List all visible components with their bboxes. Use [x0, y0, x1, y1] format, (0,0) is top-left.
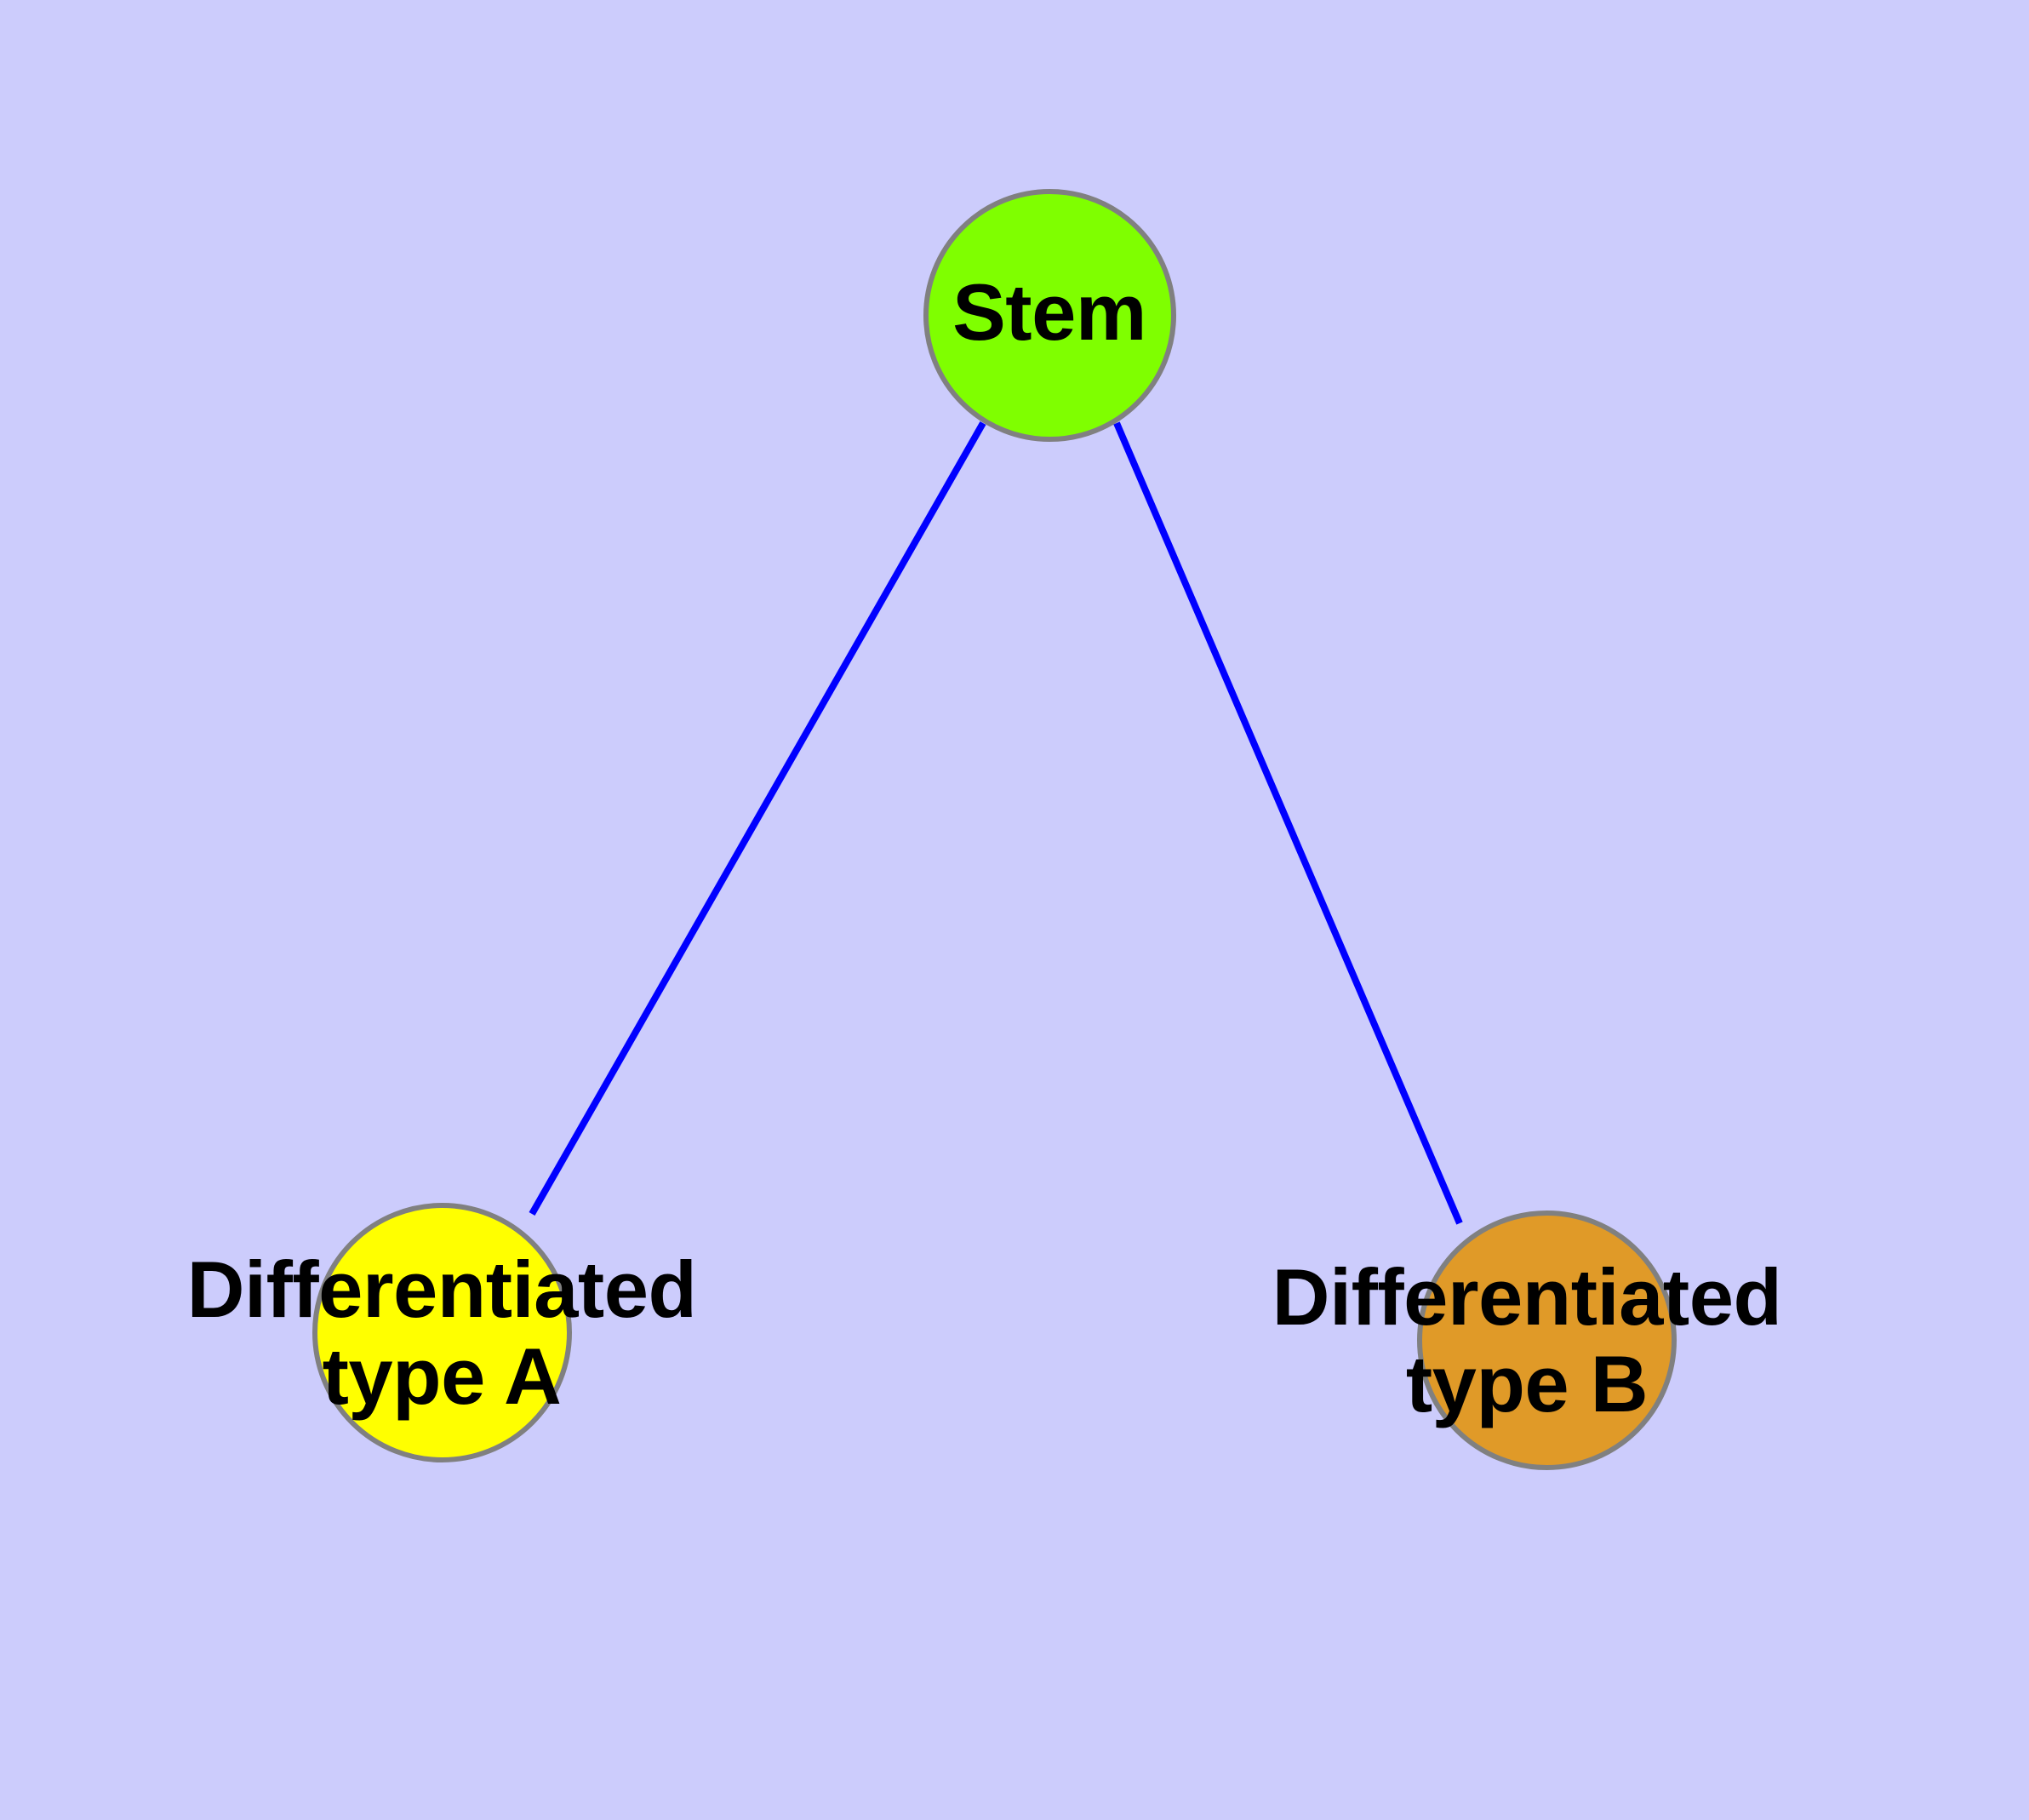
node-differentiated-type-a[interactable] [312, 1203, 572, 1462]
edge-stem-to-differentiated-type-b [1113, 421, 1463, 1225]
node-stem[interactable] [923, 189, 1176, 442]
node-differentiated-type-b[interactable] [1417, 1210, 1677, 1470]
edge-stem-to-differentiated-type-a [529, 421, 986, 1216]
